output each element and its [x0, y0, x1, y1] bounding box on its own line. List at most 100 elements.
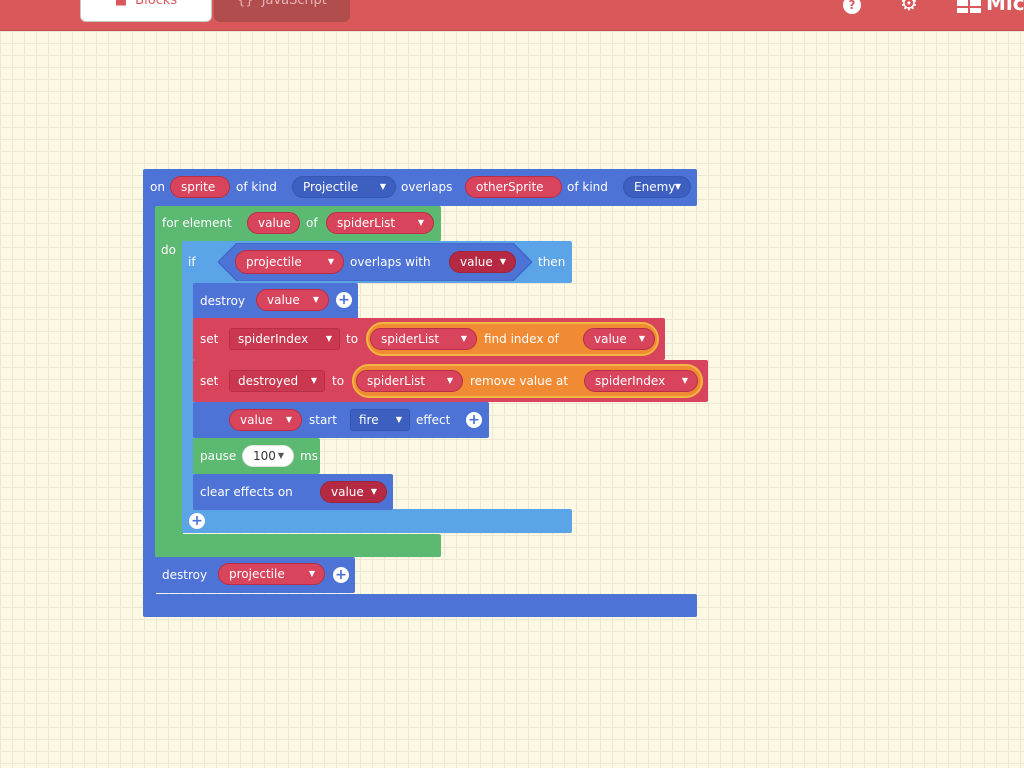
chevron-down-icon: ▼	[460, 334, 467, 343]
destroy-projectile-variable[interactable]: projectile ▼	[218, 563, 325, 585]
effect-sprite-variable-label: value	[240, 413, 273, 427]
chevron-down-icon: ▼	[310, 376, 317, 385]
clear-effects-variable[interactable]: value ▼	[320, 481, 387, 503]
for-element-label: for element	[162, 216, 232, 230]
event-other-sprite-param[interactable]: otherSprite	[465, 176, 562, 198]
chevron-down-icon: ▼	[308, 569, 315, 578]
set-destroyed-to-label: to	[332, 374, 345, 388]
find-index-value-variable-label: value	[594, 332, 627, 346]
gear-icon[interactable]: ⚙	[900, 0, 918, 15]
effect-type-dropdown[interactable]: fire ▼	[350, 409, 410, 431]
find-index-list-variable-label: spiderList	[381, 332, 440, 346]
chevron-down-icon: ▼	[638, 334, 645, 343]
chevron-down-icon: ▼	[285, 415, 292, 424]
chevron-down-icon: ▼	[379, 182, 386, 191]
chevron-down-icon: ▼	[674, 182, 681, 191]
chevron-down-icon: ▼	[327, 257, 334, 266]
then-label: then	[538, 255, 566, 269]
blocks-icon: ■	[114, 0, 128, 8]
set-index-variable-dropdown[interactable]: spiderIndex ▼	[229, 328, 340, 350]
overlaps-with-label: overlaps with	[350, 255, 431, 269]
tab-blocks-label: Blocks	[135, 0, 178, 8]
if-label: if	[188, 255, 196, 269]
tab-javascript[interactable]: {} JavaScript	[214, 0, 350, 22]
effect-effect-label: effect	[416, 413, 451, 427]
for-of-label: of	[306, 216, 318, 230]
event-kind-dropdown-1-label: Projectile	[303, 180, 359, 194]
effect-type-dropdown-label: fire	[359, 413, 379, 427]
event-other-sprite-param-label: otherSprite	[476, 180, 544, 194]
overlap-event-block-body	[143, 205, 156, 595]
set-destroyed-variable-dropdown-label: destroyed	[238, 374, 299, 388]
pause-duration-value: 100	[253, 449, 276, 463]
destroy-value-label: destroy	[200, 294, 246, 308]
destroy-projectile-plus-icon[interactable]: +	[333, 567, 349, 583]
microsoft-logo-icon[interactable]	[957, 0, 983, 14]
set-destroyed-variable-dropdown[interactable]: destroyed ▼	[229, 370, 325, 392]
chevron-down-icon: ▼	[446, 376, 453, 385]
remove-value-index-variable-label: spiderIndex	[595, 374, 666, 388]
destroy-value-plus-icon[interactable]: +	[336, 292, 352, 308]
chevron-down-icon: ▼	[681, 376, 688, 385]
remove-value-index-variable[interactable]: spiderIndex ▼	[584, 370, 698, 392]
top-bar: ■ Blocks {} JavaScript ? ⚙ Mic	[0, 0, 1024, 31]
chevron-down-icon: ▼	[277, 451, 284, 460]
chevron-down-icon: ▼	[395, 415, 402, 424]
condition-value-variable[interactable]: value ▼	[449, 251, 516, 273]
condition-value-variable-label: value	[460, 255, 493, 269]
add-else-plus-icon[interactable]: +	[189, 513, 205, 529]
brand-text: Mic	[986, 0, 1024, 15]
destroy-projectile-variable-label: projectile	[229, 567, 285, 581]
overlap-event-block-header[interactable]	[143, 169, 697, 206]
event-sprite-param-label: sprite	[181, 180, 216, 194]
event-kind-dropdown-2[interactable]: Enemy▼	[623, 176, 691, 198]
if-block-body	[182, 282, 194, 510]
for-element-block-body	[155, 240, 183, 535]
event-sprite-param[interactable]: sprite	[170, 176, 230, 198]
event-on-label: on	[150, 180, 165, 194]
pause-label: pause	[200, 449, 237, 463]
for-value-param-label: value	[258, 216, 291, 230]
event-of-kind-label-2: of kind	[567, 180, 608, 194]
chevron-down-icon: ▼	[370, 487, 377, 496]
chevron-down-icon: ▼	[417, 218, 424, 227]
set-index-variable-dropdown-label: spiderIndex	[238, 332, 309, 346]
remove-value-at-label: remove value at	[470, 374, 569, 388]
effect-sprite-variable[interactable]: value ▼	[229, 409, 302, 431]
clear-effects-label: clear effects on	[200, 485, 293, 499]
chevron-down-icon: ▼	[325, 334, 332, 343]
overlap-event-block-footer	[143, 594, 697, 617]
set-destroyed-set-label: set	[200, 374, 219, 388]
condition-projectile-variable[interactable]: projectile ▼	[235, 250, 344, 274]
if-block-footer	[182, 509, 572, 533]
for-do-label: do	[161, 243, 176, 257]
set-index-to-label: to	[346, 332, 359, 346]
event-kind-dropdown-1[interactable]: Projectile ▼	[292, 176, 396, 198]
event-kind-dropdown-2-label: Enemy	[634, 180, 676, 194]
for-value-param[interactable]: value	[247, 212, 300, 234]
set-index-set-label: set	[200, 332, 219, 346]
find-index-list-variable[interactable]: spiderList ▼	[370, 328, 477, 350]
pause-unit-label: ms	[300, 449, 318, 463]
event-of-kind-label-1: of kind	[236, 180, 277, 194]
for-list-variable[interactable]: spiderList ▼	[326, 212, 434, 234]
chevron-down-icon: ▼	[312, 295, 319, 304]
event-overlaps-label: overlaps	[401, 180, 453, 194]
effect-start-label: start	[309, 413, 337, 427]
tab-blocks[interactable]: ■ Blocks	[80, 0, 212, 22]
for-list-variable-label: spiderList	[337, 216, 396, 230]
destroy-value-variable-label: value	[267, 293, 300, 307]
destroy-value-variable[interactable]: value ▼	[256, 289, 329, 311]
pause-duration-input[interactable]: 100▼	[242, 445, 294, 467]
destroy-projectile-label: destroy	[162, 568, 208, 582]
for-element-block-footer	[155, 534, 441, 557]
clear-effects-variable-label: value	[331, 485, 364, 499]
condition-projectile-variable-label: projectile	[246, 255, 302, 269]
help-icon[interactable]: ?	[843, 0, 861, 14]
tab-javascript-label: JavaScript	[261, 0, 327, 8]
effect-plus-icon[interactable]: +	[466, 412, 482, 428]
chevron-down-icon: ▼	[499, 257, 506, 266]
remove-value-list-variable[interactable]: spiderList▼	[356, 370, 463, 392]
code-braces-icon: {}	[237, 0, 254, 8]
find-index-value-variable[interactable]: value ▼	[583, 328, 655, 350]
